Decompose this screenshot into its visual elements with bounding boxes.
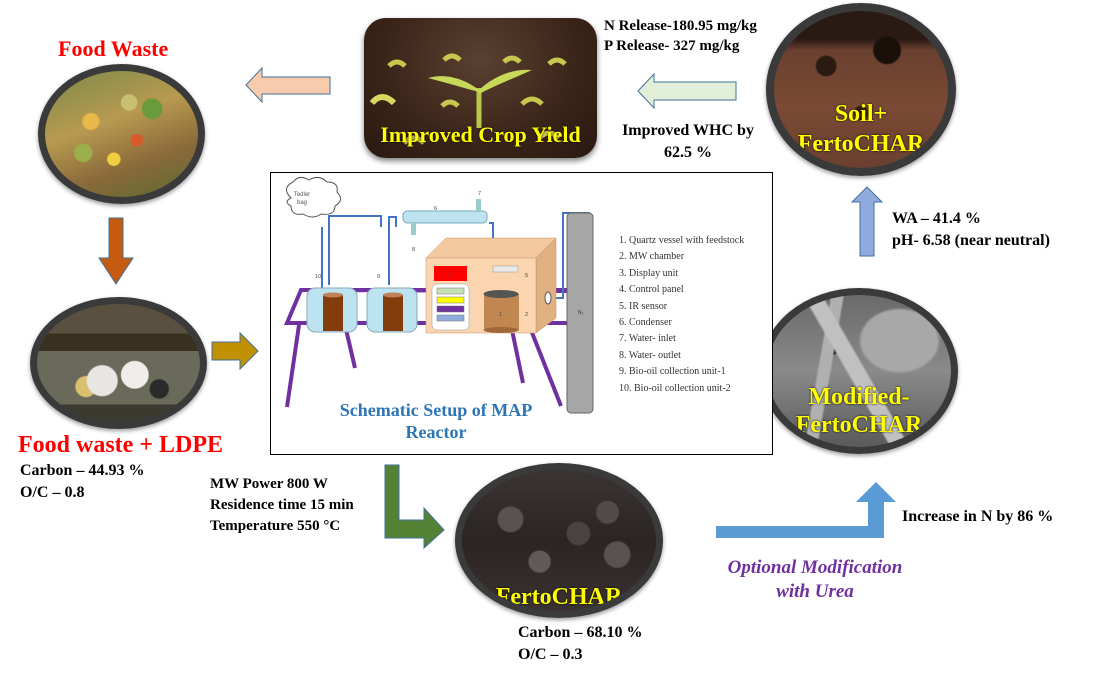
oc-stat: O/C – 0.8 bbox=[20, 484, 85, 501]
legend-item: 1. Quartz vessel with feedstock bbox=[619, 235, 745, 246]
mw-power: MW Power 800 W bbox=[210, 476, 328, 492]
temperature: Temperature 550 °C bbox=[210, 518, 341, 534]
num-2: 2 bbox=[525, 312, 528, 318]
urea-modification-text: Optional Modification with Urea bbox=[700, 556, 930, 604]
ph-stat: pH- 6.58 (near neutral) bbox=[892, 232, 1050, 249]
legend-item: 5. IR sensor bbox=[619, 300, 668, 312]
legend-item: 3. Display unit bbox=[619, 267, 679, 279]
food-waste-image bbox=[38, 64, 205, 204]
bag-label: bag bbox=[297, 200, 307, 206]
num-10: 10 bbox=[315, 274, 321, 280]
arrow-bent-skyblue bbox=[716, 482, 896, 538]
legend-item: 4. Control panel bbox=[619, 284, 684, 296]
legend-item: 8. Water- outlet bbox=[619, 349, 681, 361]
mw-chamber bbox=[425, 237, 557, 334]
num-9: 9 bbox=[377, 274, 380, 280]
part-numbers: 10 9 8 6 7 3 5 1 2 bbox=[315, 191, 528, 318]
food-waste-ldpe-stats: Carbon – 44.93 % O/C – 0.8 bbox=[20, 460, 144, 504]
p-release: P Release- 327 mg/kg bbox=[604, 38, 740, 54]
reactor-title-line2: Reactor bbox=[405, 422, 467, 442]
soil-label-line2: FertoCHAR bbox=[797, 131, 925, 157]
modified-fertochar-image: Modified- FertoCHAR bbox=[760, 288, 958, 454]
num-1: 1 bbox=[499, 312, 502, 318]
modified-fertochar-label: Modified- FertoCHAR bbox=[767, 383, 951, 439]
modified-label-line2: FertoCHAR bbox=[795, 412, 923, 438]
wa-stat: WA – 41.4 % bbox=[892, 210, 981, 227]
reactor-schematic-box: Tedler bag bbox=[270, 172, 773, 455]
fertochar-oc: O/C – 0.3 bbox=[518, 646, 583, 663]
whc-value: 62.5 % bbox=[664, 144, 712, 161]
bio-oil-collection-unit-2 bbox=[306, 287, 358, 333]
crop-yield-image: Improved Crop Yield bbox=[364, 18, 597, 158]
arrow-l-green bbox=[384, 464, 445, 550]
reactor-title: Schematic Setup of MAP Reactor bbox=[311, 399, 561, 443]
num-3: 3 bbox=[449, 273, 452, 279]
num-7: 7 bbox=[478, 191, 481, 197]
arrow-right-gold bbox=[211, 331, 259, 371]
seedling-icon bbox=[369, 53, 567, 145]
nutrient-release-text: N Release-180.95 mg/kg P Release- 327 mg… bbox=[604, 16, 757, 56]
arrow-left-lightgreen bbox=[637, 72, 737, 110]
soil-fertochar-label: Soil+ FertoCHAR bbox=[774, 99, 948, 159]
bio-oil-collection-unit-1 bbox=[366, 287, 418, 333]
arrow-down-orange bbox=[98, 217, 134, 285]
increase-n-text: Increase in N by 86 % bbox=[902, 508, 1054, 525]
condenser bbox=[402, 199, 488, 235]
urea-line1: Optional Modification bbox=[727, 557, 903, 578]
food-waste-ldpe-image bbox=[30, 297, 207, 429]
legend-item: 9. Bio-oil collection unit-1 bbox=[619, 366, 726, 378]
food-waste-ldpe-title: Food waste + LDPE bbox=[18, 432, 224, 458]
arrow-up-blue bbox=[850, 186, 884, 257]
legend-item: 7. Water- inlet bbox=[619, 333, 676, 345]
num-8: 8 bbox=[412, 247, 415, 253]
whc-label: Improved WHC by bbox=[622, 122, 754, 139]
legend-item: 10. Bio-oil collection unit-2 bbox=[619, 382, 731, 394]
fertochar-label: FertoCHAR bbox=[495, 584, 623, 610]
process-conditions: MW Power 800 W Residence time 15 min Tem… bbox=[210, 474, 354, 537]
legend-item: 2. MW chamber bbox=[619, 251, 685, 263]
reactor-title-line1: Schematic Setup of MAP bbox=[339, 400, 533, 420]
crop-yield-label: Improved Crop Yield bbox=[380, 122, 581, 147]
legend-item: 6. Condenser bbox=[619, 317, 672, 329]
reactor-schematic: Tedler bag bbox=[283, 176, 594, 414]
soil-label-line1: Soil+ bbox=[834, 101, 888, 127]
num-5: 5 bbox=[525, 273, 528, 279]
residence-time: Residence time 15 min bbox=[210, 497, 354, 513]
modified-label-line1: Modified- bbox=[808, 384, 910, 410]
carbon-stat: Carbon – 44.93 % bbox=[20, 462, 145, 479]
whc-text: Improved WHC by 62.5 % bbox=[608, 120, 768, 164]
tedlar-label: Tedler bbox=[294, 192, 310, 198]
soil-fertochar-image: Soil+ FertoCHAR bbox=[766, 3, 956, 176]
reactor-legend: 1. Quartz vessel with feedstock 2. MW ch… bbox=[619, 233, 744, 397]
tedlar-bag-icon: Tedler bag bbox=[286, 176, 341, 218]
n2-cylinder bbox=[566, 212, 594, 414]
fertochar-stats: Carbon – 68.10 % O/C – 0.3 bbox=[518, 622, 642, 666]
fertochar-image: FertoCHAR bbox=[455, 463, 663, 618]
food-waste-title: Food Waste bbox=[58, 36, 169, 61]
urea-line2: with Urea bbox=[776, 581, 854, 602]
arrow-left-peach bbox=[245, 66, 331, 104]
n2-label: N₂ bbox=[578, 310, 584, 316]
modified-stats: WA – 41.4 % pH- 6.58 (near neutral) bbox=[892, 208, 1050, 252]
n-release: N Release-180.95 mg/kg bbox=[604, 18, 757, 34]
fertochar-carbon: Carbon – 68.10 % bbox=[518, 624, 643, 641]
num-6: 6 bbox=[434, 206, 437, 212]
